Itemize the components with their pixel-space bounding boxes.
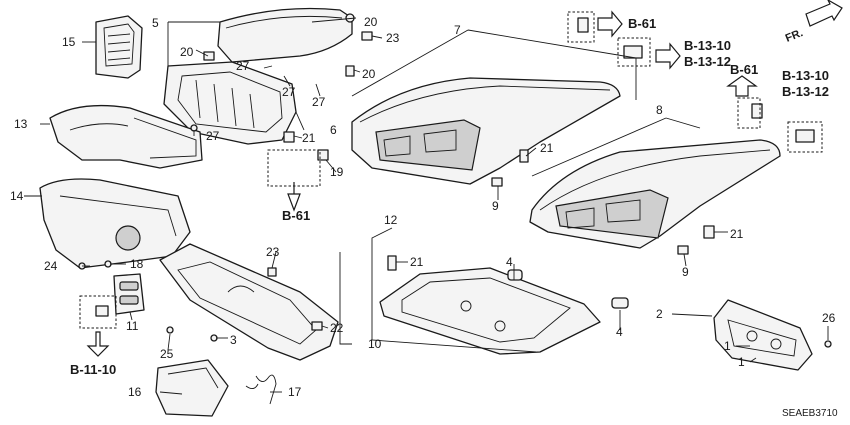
callout-22: 22 <box>330 321 344 335</box>
ref-b61-right[interactable]: B-61 <box>730 62 758 77</box>
callout-6: 6 <box>330 123 337 137</box>
air-vent-part <box>95 15 143 79</box>
meter-panel-part <box>713 299 813 371</box>
callout-13: 13 <box>14 117 28 131</box>
callout-9-a: 9 <box>492 199 499 213</box>
ref-b61-top[interactable]: B-61 <box>628 16 656 31</box>
callout-7: 7 <box>454 23 461 37</box>
callout-18: 18 <box>130 257 144 271</box>
ref-b1310-right[interactable]: B-13-10 <box>782 68 829 83</box>
callout-21-a: 21 <box>302 131 316 145</box>
callout-1-b: 1 <box>738 355 745 369</box>
callout-8: 8 <box>656 103 663 117</box>
callout-1-a: 1 <box>724 339 731 353</box>
callout-20-b: 20 <box>364 15 378 29</box>
callout-2: 2 <box>656 307 663 321</box>
callout-27-c: 27 <box>312 95 326 109</box>
ref-b1312-top[interactable]: B-13-12 <box>684 54 731 69</box>
callout-20-c: 20 <box>362 67 376 81</box>
pocket-part <box>155 359 229 417</box>
ref-b1312-right[interactable]: B-13-12 <box>782 84 829 99</box>
callout-23-b: 23 <box>266 245 280 259</box>
callout-5: 5 <box>152 16 159 30</box>
callout-20-a: 20 <box>180 45 194 59</box>
callout-16: 16 <box>128 385 142 399</box>
lower-tray-part <box>379 267 601 355</box>
callout-11: 11 <box>126 319 139 333</box>
switch-panel-part <box>113 273 145 315</box>
leader-lines <box>24 17 829 395</box>
callout-14: 14 <box>10 189 24 203</box>
callout-27-b: 27 <box>282 85 296 99</box>
callout-21-b: 21 <box>540 141 554 155</box>
callout-27-d: 27 <box>206 129 220 143</box>
callout-27-a: 27 <box>236 59 250 73</box>
callout-4-a: 4 <box>506 255 513 269</box>
column-cover-upper-part <box>49 104 203 169</box>
clip-part <box>507 269 629 309</box>
column-cover-lower-part <box>39 178 191 269</box>
reference-arrows <box>86 0 843 357</box>
glove-box-part <box>159 243 339 361</box>
callout-23-a: 23 <box>386 31 400 45</box>
callout-4-b: 4 <box>616 325 623 339</box>
dashboard-rear-part <box>529 139 781 249</box>
callout-3: 3 <box>230 333 237 347</box>
fastener-parts <box>78 13 832 405</box>
callout-12: 12 <box>384 213 398 227</box>
front-direction-label: FR. <box>784 27 805 45</box>
center-panel-part <box>163 61 297 145</box>
ref-b61-center[interactable]: B-61 <box>282 208 310 223</box>
callout-21-c: 21 <box>730 227 744 241</box>
callout-19: 19 <box>330 165 344 179</box>
callout-21-d: 21 <box>410 255 424 269</box>
drawing-code: SEAEB3710 <box>782 408 838 419</box>
callout-10: 10 <box>368 337 382 351</box>
callout-24: 24 <box>44 259 58 273</box>
ref-b1310-top[interactable]: B-13-10 <box>684 38 731 53</box>
ref-b1110-left[interactable]: B-11-10 <box>70 362 116 377</box>
callout-25: 25 <box>160 347 174 361</box>
upper-cover-part <box>217 7 353 63</box>
callout-9-b: 9 <box>682 265 689 279</box>
callout-26: 26 <box>822 311 836 325</box>
callout-17: 17 <box>288 385 302 399</box>
dashboard-assembly-part <box>351 77 621 185</box>
callout-15: 15 <box>62 35 76 49</box>
